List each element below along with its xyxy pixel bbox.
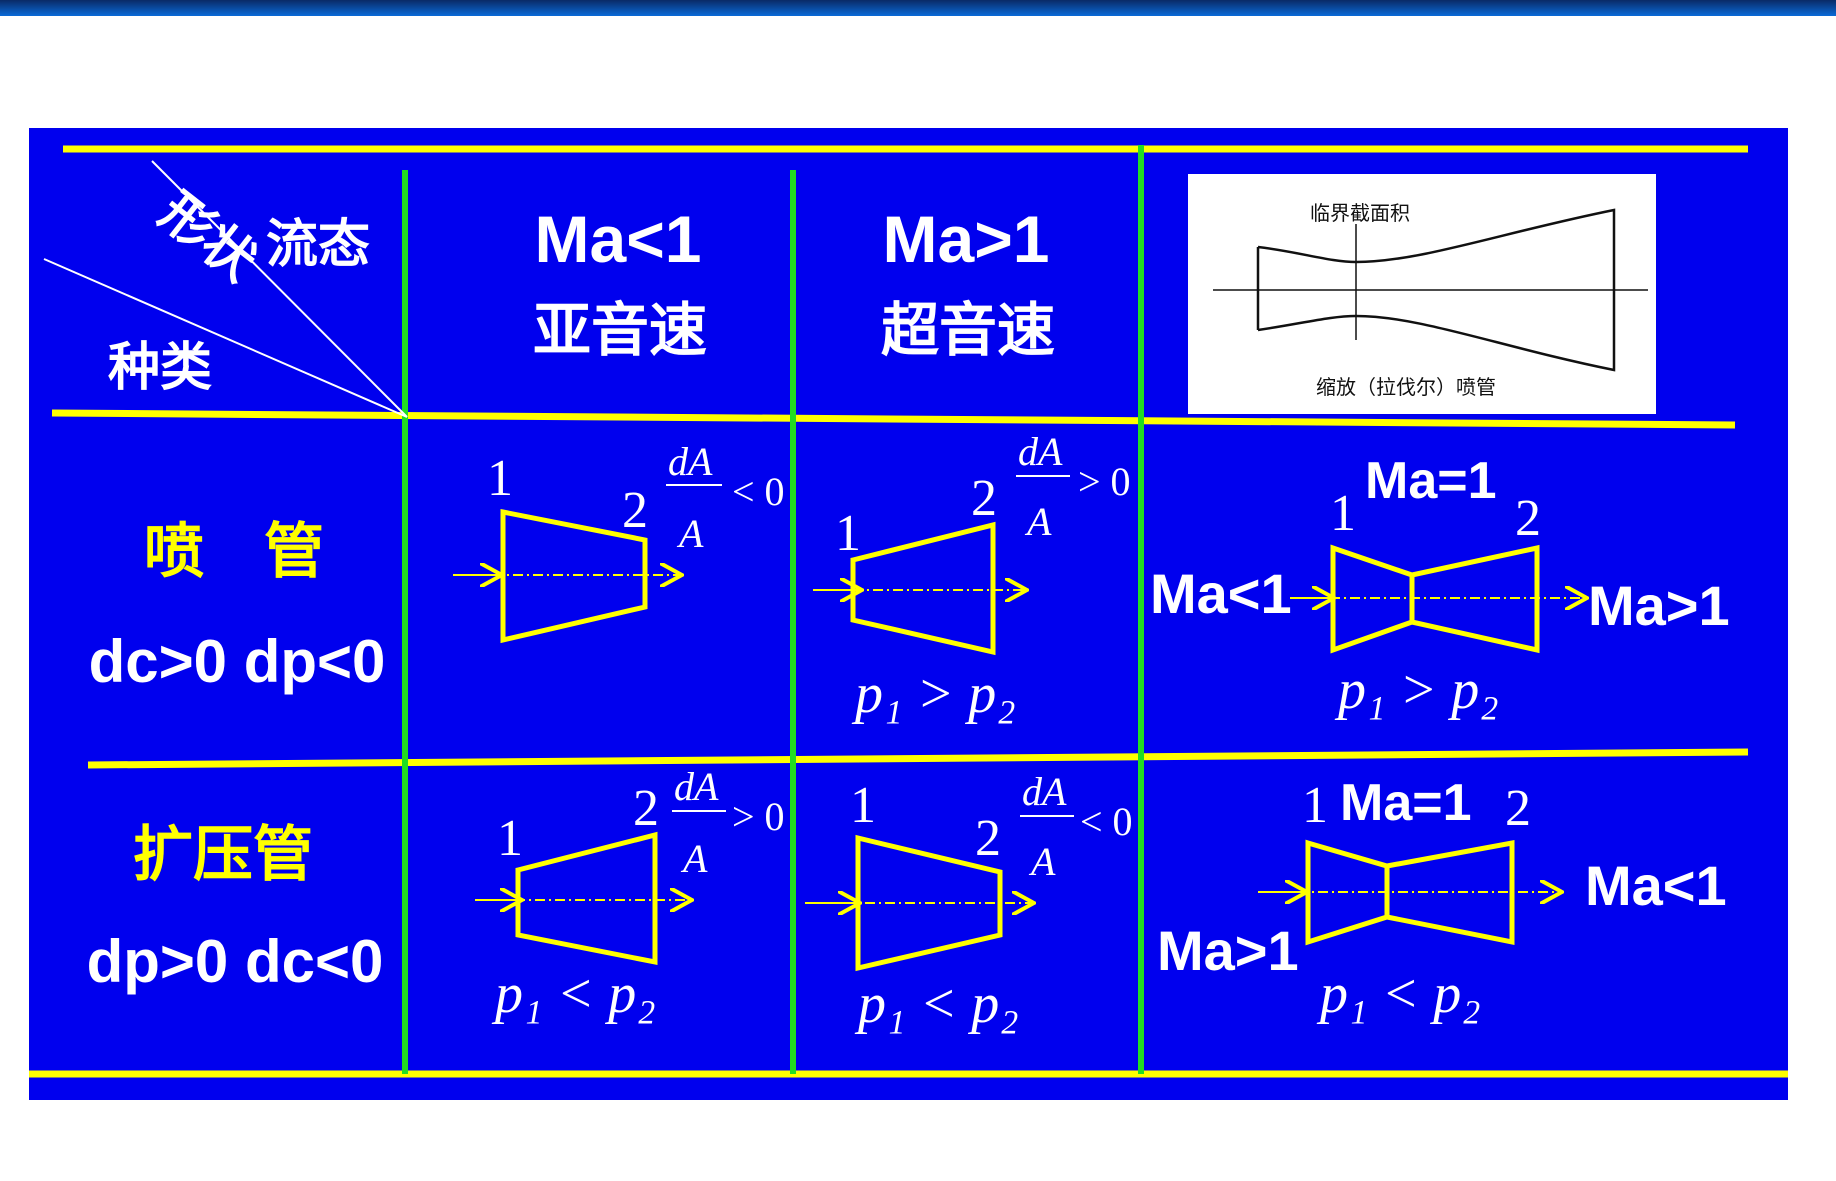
- section-1-label: 1: [497, 810, 523, 867]
- sign-label: > 0: [1078, 459, 1131, 504]
- nozzle-subsonic-cell: 1 2 dA A < 0: [453, 439, 785, 644]
- pressure-relation: p₁ > p₂: [851, 663, 1016, 725]
- col2-supersonic-label: 超音速: [881, 298, 1055, 363]
- nozzle-supersonic-cell: 1 2 dA A > 0 p₁ > p₂: [813, 429, 1131, 725]
- dA-label: dA: [1022, 769, 1067, 814]
- section-2-label: 2: [971, 470, 997, 527]
- inlet-mach-label: Ma>1: [1157, 919, 1299, 982]
- section-2-label: 2: [1515, 490, 1541, 547]
- dA-label: dA: [1018, 429, 1063, 474]
- section-1-label: 1: [1302, 777, 1328, 834]
- diffuser-subsonic-cell: 1 2 dA A > 0 p₁ < p₂: [475, 764, 785, 1025]
- corner-label-shape: 形状: [149, 183, 267, 293]
- A-label: A: [1024, 499, 1052, 544]
- mach-equals-one-label: Ma=1: [1340, 774, 1472, 832]
- diffuser-laval-cell: 1 Ma=1 2 Ma<1 Ma>1 p₁ < p₂: [1157, 774, 1727, 1025]
- diffuser-supersonic-cell: 1 2 dA A < 0 p₁ < p₂: [805, 769, 1133, 1035]
- A-label: A: [1028, 839, 1056, 884]
- row-nozzle-title: 喷 管: [144, 518, 324, 585]
- col1-mach-label: Ma<1: [535, 202, 702, 276]
- inlet-mach-label: Ma<1: [1150, 562, 1292, 625]
- col1-subsonic-label: 亚音速: [533, 298, 707, 363]
- corner-label-type: 种类: [108, 339, 212, 397]
- corner-label-flow-state: 流态: [266, 216, 370, 274]
- section-1-label: 1: [835, 505, 861, 562]
- pressure-relation: p₁ < p₂: [491, 963, 656, 1025]
- laval-nozzle-inset: 临界截面积 缩放（拉伐尔）喷管: [1188, 174, 1656, 414]
- section-2-label: 2: [1505, 780, 1531, 837]
- row-diffuser-title: 扩压管: [133, 821, 313, 888]
- sign-label: < 0: [732, 469, 785, 514]
- pressure-relation: p₁ < p₂: [854, 973, 1019, 1035]
- pressure-relation: p₁ < p₂: [1316, 963, 1481, 1025]
- grid-line-middle: [87, 748, 1749, 769]
- A-label: A: [680, 836, 708, 881]
- corner-diagonal-lower: [43, 258, 408, 418]
- mach-equals-one-label: Ma=1: [1365, 452, 1497, 510]
- grid-line-header: [51, 409, 1736, 429]
- row-diffuser-condition: dp>0 dc<0: [87, 928, 384, 995]
- section-1-label: 1: [1330, 485, 1356, 542]
- section-2-label: 2: [622, 482, 648, 539]
- section-2-label: 2: [975, 810, 1001, 867]
- col2-mach-label: Ma>1: [883, 202, 1050, 276]
- section-1-label: 1: [850, 777, 876, 834]
- nozzle-laval-cell: Ma=1 1 2 Ma<1 Ma>1 p₁ > p₂: [1150, 452, 1730, 721]
- dA-label: dA: [668, 439, 713, 484]
- outlet-mach-label: Ma>1: [1588, 574, 1730, 637]
- section-1-label: 1: [487, 450, 513, 507]
- inset-laval-nozzle-label: 缩放（拉伐尔）喷管: [1316, 375, 1496, 399]
- corner-diagonal-upper: [151, 160, 408, 418]
- top-accent-bar: [0, 0, 1836, 16]
- A-label: A: [676, 511, 704, 556]
- row-nozzle-condition: dc>0 dp<0: [89, 628, 386, 695]
- inset-critical-area-label: 临界截面积: [1310, 201, 1410, 225]
- outlet-mach-label: Ma<1: [1585, 854, 1727, 917]
- sign-label: < 0: [1080, 799, 1133, 844]
- pressure-relation: p₁ > p₂: [1334, 659, 1499, 721]
- section-2-label: 2: [633, 780, 659, 837]
- sign-label: > 0: [732, 794, 785, 839]
- dA-label: dA: [674, 764, 719, 809]
